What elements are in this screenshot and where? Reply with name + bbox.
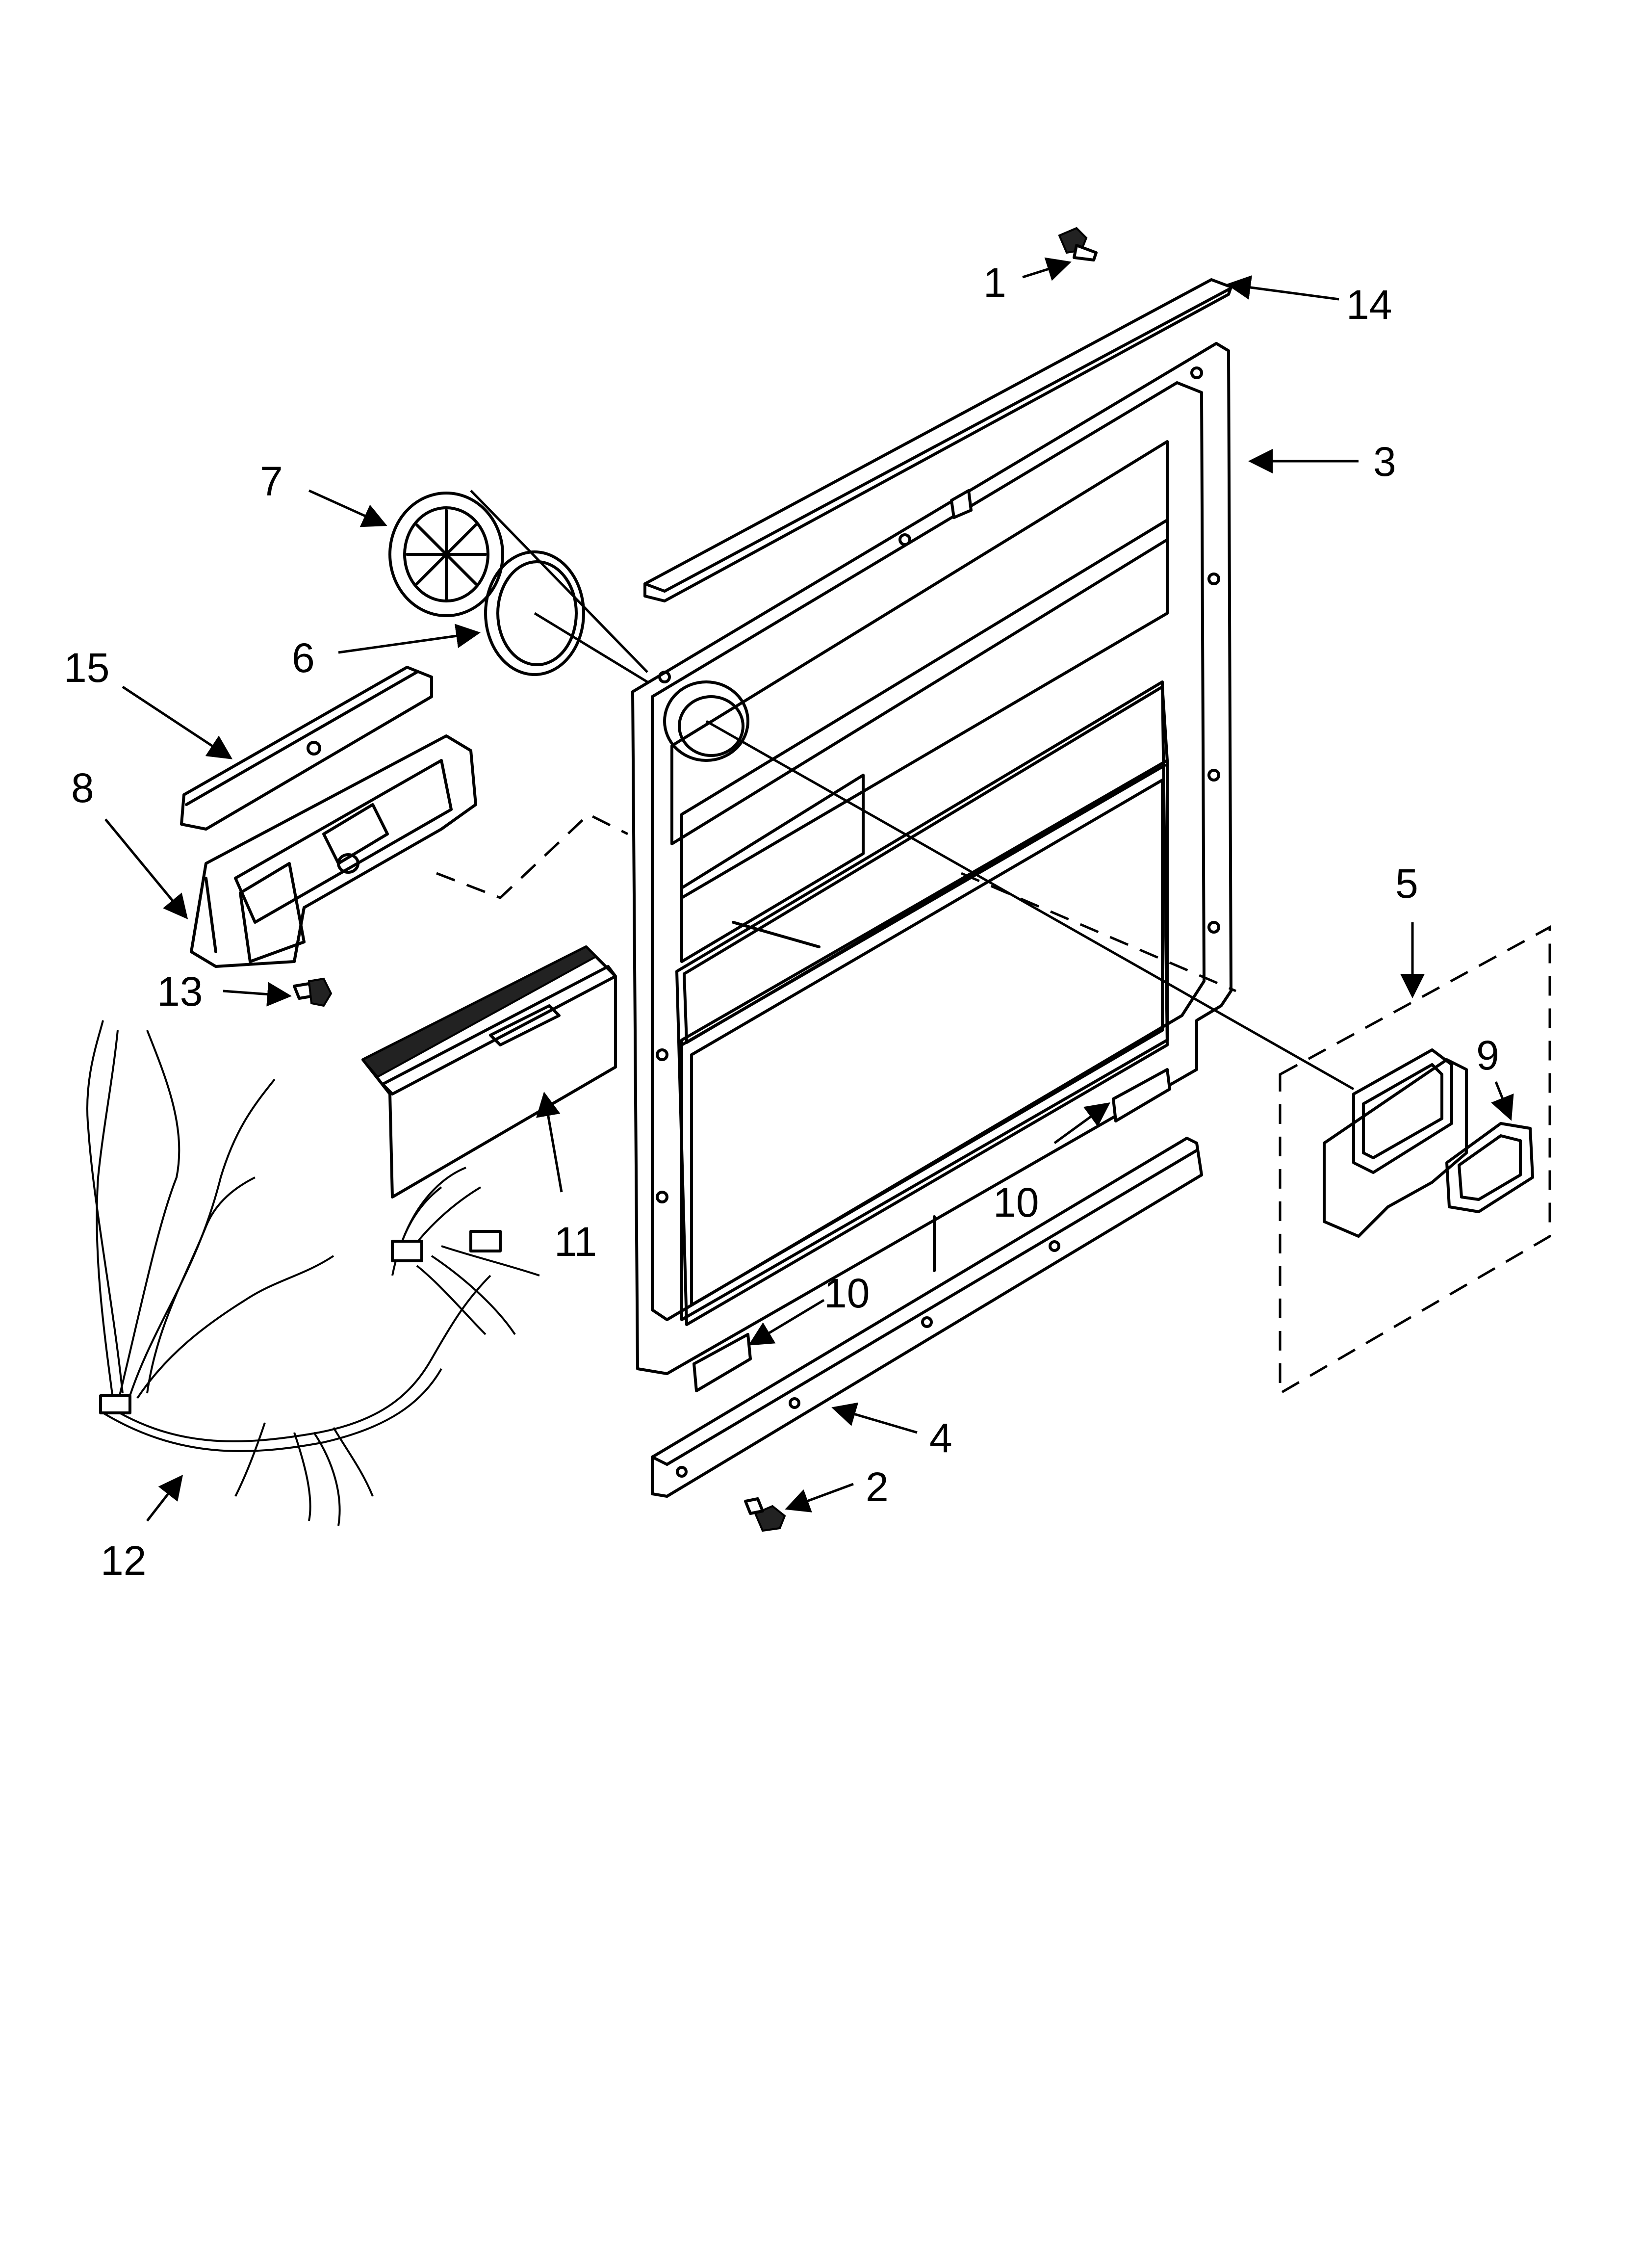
leader-6-ring xyxy=(534,612,648,683)
callout-5: 5 xyxy=(1395,860,1418,907)
arrow-9 xyxy=(1491,1081,1514,1121)
callout-10a: 10 xyxy=(993,1179,1039,1225)
dispenser-assembly xyxy=(190,734,477,968)
arrow-15 xyxy=(122,685,233,759)
callout-1: 1 xyxy=(983,260,1006,306)
callout-10b: 10 xyxy=(824,1270,870,1316)
arrow-10b xyxy=(748,1299,825,1346)
callout-3: 3 xyxy=(1373,439,1396,485)
arrow-7 xyxy=(308,489,387,527)
arrow-2 xyxy=(785,1483,854,1512)
small-gasket xyxy=(1445,1122,1534,1213)
callout-14: 14 xyxy=(1346,282,1392,328)
callout-7: 7 xyxy=(260,458,283,504)
arrow-1 xyxy=(1022,257,1072,281)
dispenser-to-panel-dash xyxy=(436,812,629,899)
dispenser-screw xyxy=(293,977,333,1007)
arrow-4 xyxy=(831,1402,918,1434)
callout-6: 6 xyxy=(292,635,315,681)
top-screw xyxy=(1058,227,1098,261)
arrow-14 xyxy=(1226,275,1339,301)
arrow-11 xyxy=(536,1092,563,1193)
round-vent xyxy=(388,492,504,617)
assembly-5-outline xyxy=(1279,925,1551,1396)
housing-assembly xyxy=(1323,1048,1468,1238)
inner-door-panel xyxy=(631,342,1232,1375)
callout-8: 8 xyxy=(71,765,94,811)
insulation-panel xyxy=(361,945,617,1199)
leader-opening-to-5 xyxy=(705,720,1355,1091)
bottom-screw xyxy=(744,1497,786,1532)
pad-lower xyxy=(693,1333,752,1392)
arrow-6 xyxy=(338,624,481,654)
arrow-8 xyxy=(104,818,188,919)
callout-2: 2 xyxy=(866,1464,889,1510)
gasket-ring xyxy=(484,550,585,676)
pad-upper xyxy=(1112,1068,1171,1122)
arrow-12 xyxy=(146,1475,183,1522)
bottom-trim-strip xyxy=(651,1137,1203,1498)
callout-15: 15 xyxy=(64,645,109,691)
callout-11: 11 xyxy=(554,1219,597,1265)
callout-4: 4 xyxy=(929,1415,952,1461)
arrow-13 xyxy=(223,982,292,1007)
callout-12: 12 xyxy=(101,1538,146,1584)
handle-bracket xyxy=(180,666,433,831)
wire-harness xyxy=(86,1020,540,1526)
callout-13: 13 xyxy=(157,968,203,1015)
callout-9: 9 xyxy=(1476,1032,1499,1078)
leader-6-7 xyxy=(470,490,648,673)
arrow-10a xyxy=(1053,1102,1111,1145)
